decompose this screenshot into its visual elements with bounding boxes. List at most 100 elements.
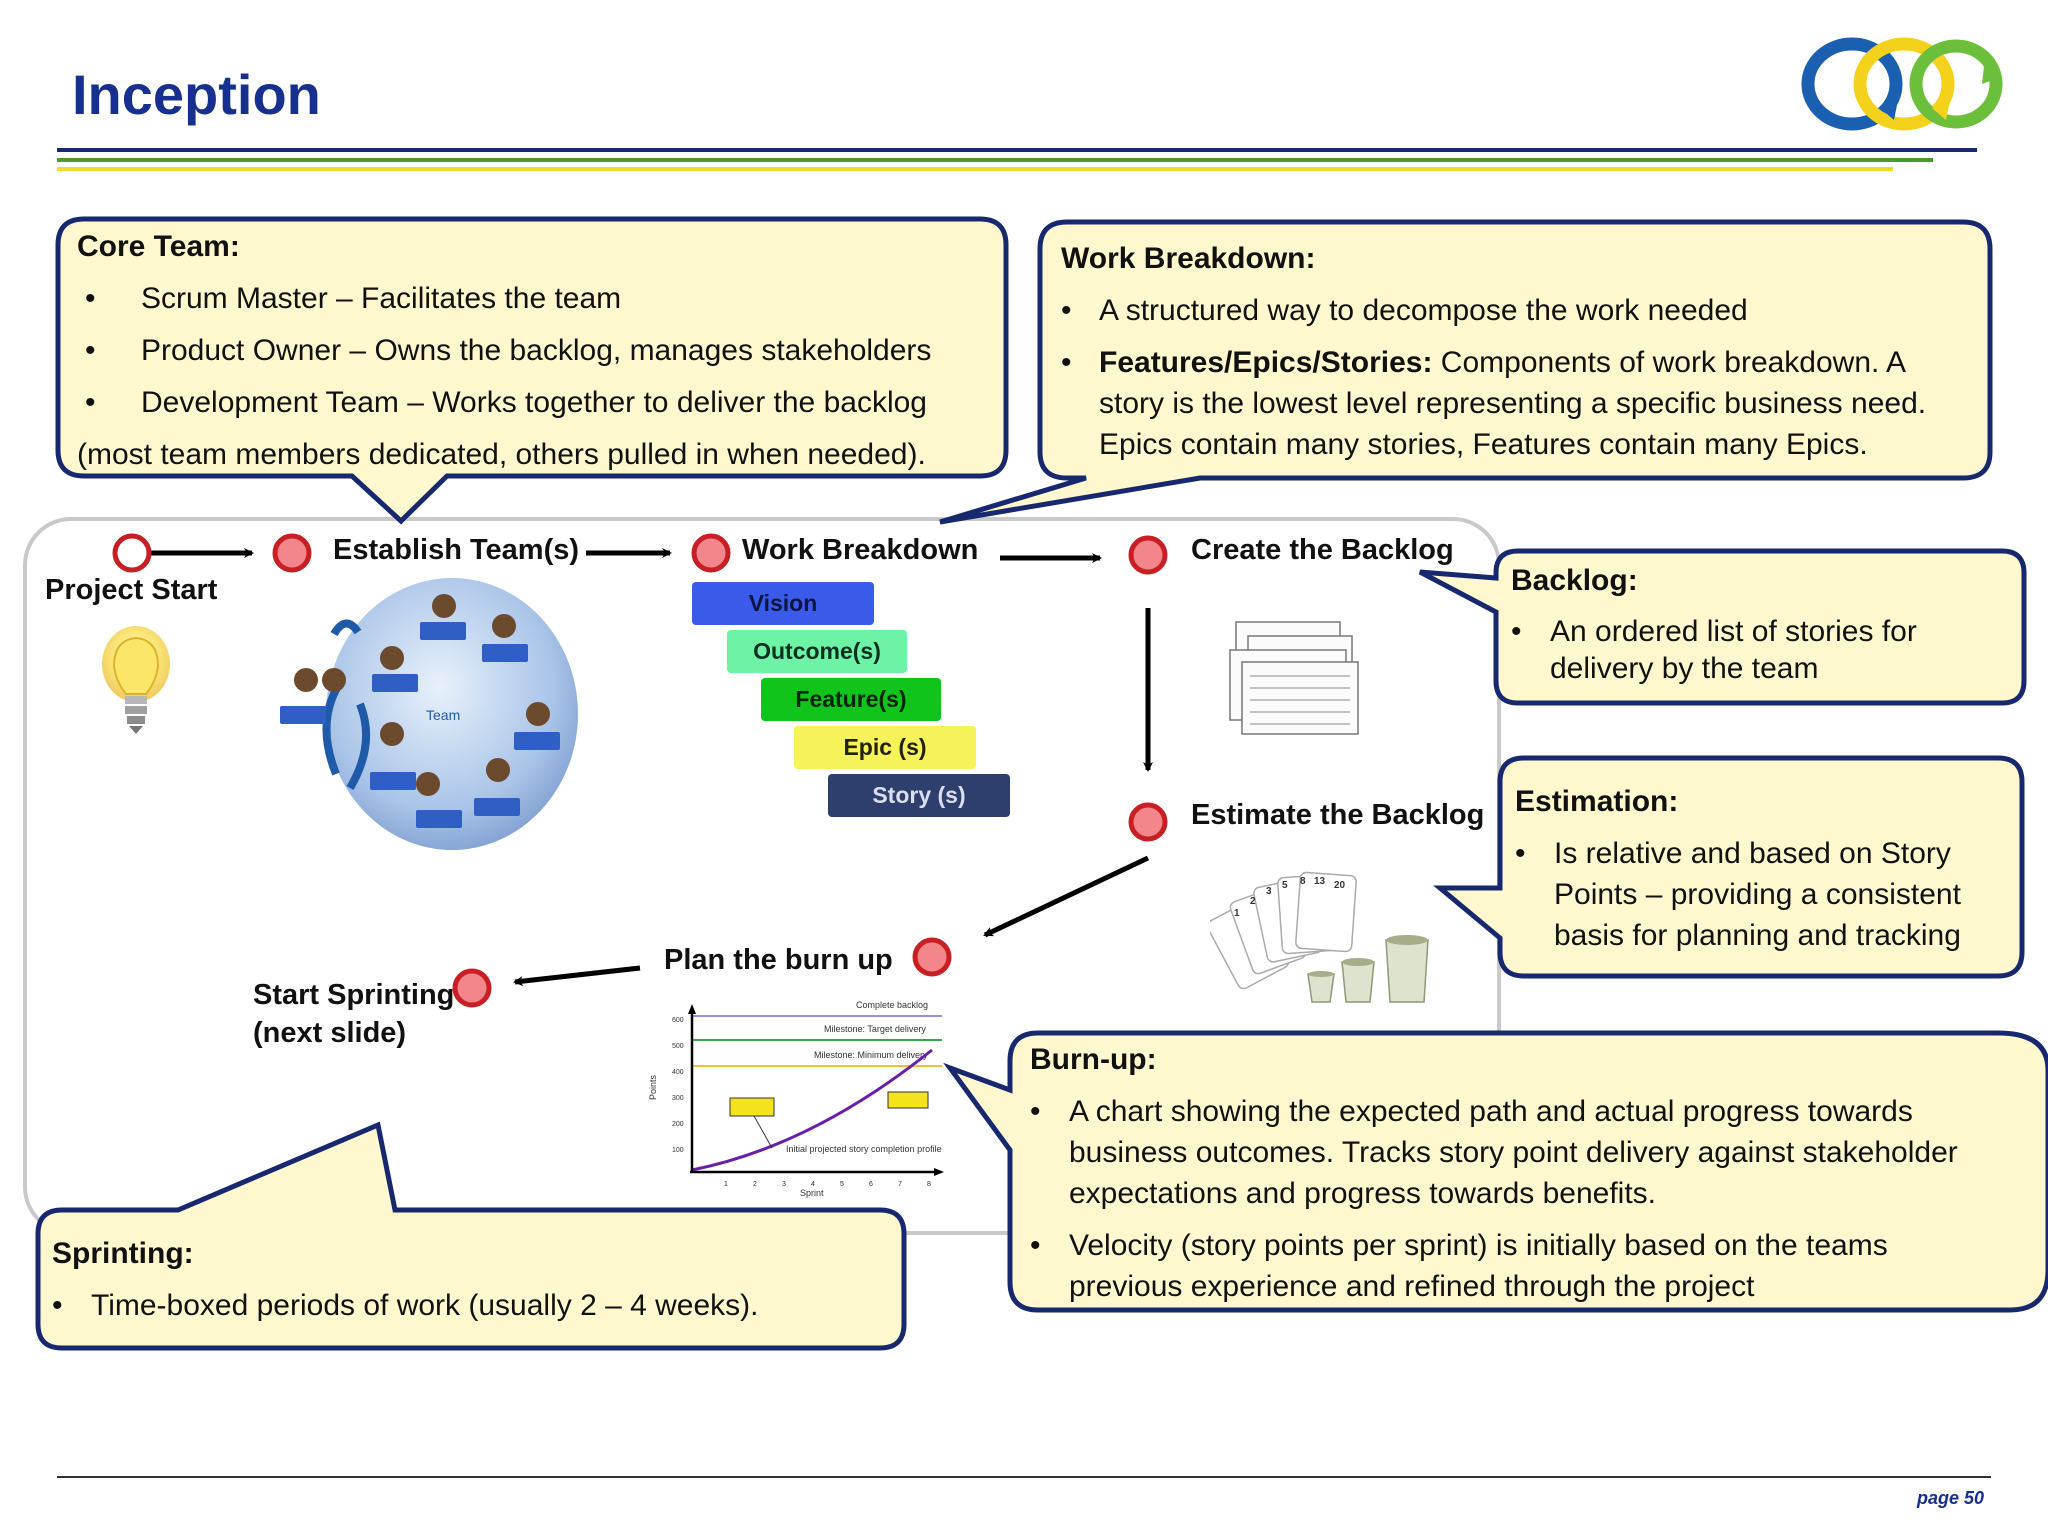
estimation-item-cont: Points – providing a consistent — [1554, 878, 1961, 911]
burnup-item-cont: business outcomes. Tracks story point de… — [1069, 1136, 1958, 1169]
burnup-y-tick: 600 — [672, 1017, 684, 1024]
sprinting-callout: Sprinting: •Time-boxed periods of work (… — [52, 1233, 892, 1326]
work-breakdown-item: •Features/Epics/Stories: Components of w… — [1061, 346, 1907, 379]
burnup-x-tick: 3 — [782, 1181, 786, 1188]
node-create-backlog — [1128, 535, 1168, 575]
team-label: Team — [426, 707, 460, 723]
burnup-x-tick: 6 — [869, 1181, 873, 1188]
estimation-card-value: 13 — [1314, 876, 1326, 887]
burnup-label-target: Milestone: Target delivery — [824, 1024, 926, 1034]
backlog-cards-illustration — [1229, 621, 1359, 735]
burnup-y-axis-label: Points — [648, 1074, 658, 1100]
burnup-callout-shape — [943, 1030, 2048, 1313]
burnup-x-tick: 5 — [840, 1181, 844, 1188]
estimation-card-value: 20 — [1334, 880, 1346, 891]
hierarchy-stories: Story (s) — [828, 774, 1010, 817]
step-project-start: Project Start — [45, 574, 218, 606]
burnup-x-tick: 4 — [811, 1181, 815, 1188]
work-breakdown-item-cont: Epics contain many stories, Features con… — [1099, 428, 1868, 461]
estimation-heading: Estimation: — [1515, 785, 1679, 818]
burnup-item-cont: expectations and progress towards benefi… — [1069, 1177, 1657, 1210]
step-work-breakdown: Work Breakdown — [742, 534, 979, 566]
burnup-x-axis-label: Sprint — [800, 1188, 824, 1198]
estimation-item: •Is relative and based on Story — [1515, 837, 1951, 870]
burnup-x-tick: 1 — [724, 1181, 728, 1188]
core-team-item: •Scrum Master – Facilitates the team — [85, 282, 622, 315]
estimation-card-value: 1 — [1234, 908, 1240, 919]
footer-rule — [57, 1476, 1991, 1478]
burnup-item: •Velocity (story points per sprint) is i… — [1030, 1229, 1888, 1262]
lightbulb-icon — [102, 626, 170, 734]
work-breakdown-item: •A structured way to decompose the work … — [1061, 294, 1748, 327]
core-team-callout-shape — [55, 216, 1009, 525]
core-team-item: •Product Owner – Owns the backlog, manag… — [85, 334, 932, 367]
burnup-x-tick: 7 — [898, 1181, 902, 1188]
header-rule-green — [57, 158, 1933, 162]
sprinting-item: •Time-boxed periods of work (usually 2 –… — [52, 1289, 759, 1322]
burnup-chart: Complete backlog Milestone: Target deliv… — [648, 1000, 944, 1198]
burnup-item-cont: previous experience and refined through … — [1069, 1270, 1755, 1303]
burnup-callout: Burn-up: •A chart showing the expected p… — [1030, 1039, 2040, 1307]
hierarchy-outcomes: Outcome(s) — [727, 630, 907, 673]
backlog-callout: Backlog: •An ordered list of stories for… — [1511, 562, 2011, 687]
backlog-item: •An ordered list of stories for — [1511, 615, 1917, 648]
node-plan-burnup — [912, 937, 952, 977]
burnup-y-tick: 200 — [672, 1121, 684, 1128]
sprinting-callout-shape — [35, 1121, 907, 1351]
step-estimate-backlog: Estimate the Backlog — [1191, 799, 1485, 831]
arrow-estimate-to-plan — [983, 855, 1150, 938]
node-work-breakdown — [691, 533, 731, 573]
backlog-heading: Backlog: — [1511, 564, 1638, 597]
burnup-item: •A chart showing the expected path and a… — [1030, 1095, 1913, 1128]
core-team-heading: Core Team: — [77, 230, 240, 263]
work-breakdown-callout-shape — [939, 219, 1993, 525]
burnup-label-complete: Complete backlog — [856, 1000, 928, 1010]
hierarchy-features: Feature(s) — [761, 678, 941, 721]
company-logo — [1801, 37, 2003, 131]
backlog-callout-shape — [1418, 548, 2027, 706]
burnup-label-minimum: Milestone: Minimum delivery — [814, 1050, 928, 1060]
hierarchy-epics: Epic (s) — [794, 726, 976, 769]
burnup-x-tick: 8 — [927, 1181, 931, 1188]
step-plan-burnup: Plan the burn up — [664, 944, 893, 976]
work-breakdown-item-cont: story is the lowest level representing a… — [1099, 387, 1927, 420]
header-rule-blue — [57, 148, 1977, 152]
burnup-y-tick: 500 — [672, 1043, 684, 1050]
estimation-card-value: 8 — [1300, 876, 1306, 887]
burnup-heading: Burn-up: — [1030, 1043, 1157, 1076]
step-start-sprinting: Start Sprinting (next slide) — [253, 979, 455, 1049]
page-title: Inception — [72, 63, 321, 126]
burnup-y-tick: 400 — [672, 1069, 684, 1076]
core-team-note: (most team members dedicated, others pul… — [77, 438, 926, 471]
estimation-item-cont: basis for planning and tracking — [1554, 919, 1961, 952]
work-breakdown-heading: Work Breakdown: — [1061, 242, 1316, 275]
header-rule-yellow — [57, 167, 1893, 171]
node-establish-teams — [272, 533, 312, 573]
estimation-callout: Estimation: •Is relative and based on St… — [1515, 781, 2015, 956]
arrow-plan-to-sprint — [513, 965, 641, 987]
burnup-label-profile: Initial projected story completion profi… — [786, 1144, 942, 1154]
page-number: page 50 — [1916, 1488, 1984, 1508]
estimation-callout-shape — [1433, 755, 2025, 979]
hierarchy-vision: Vision — [692, 582, 874, 625]
burnup-x-ticks: 1 2 3 4 5 6 7 8 — [724, 1181, 931, 1188]
estimation-cards-illustration: 1 2 3 5 8 13 20 — [1210, 871, 1429, 1003]
work-breakdown-callout: Work Breakdown: •A structured way to dec… — [1061, 238, 1981, 465]
burnup-x-tick: 2 — [753, 1181, 757, 1188]
core-team-item: •Development Team – Works together to de… — [85, 386, 927, 419]
team-illustration: Team — [280, 578, 578, 850]
burnup-y-tick: 100 — [672, 1147, 684, 1154]
estimation-card-value: 3 — [1266, 886, 1272, 897]
step-create-backlog: Create the Backlog — [1191, 534, 1454, 566]
work-breakdown-hierarchy: Vision Outcome(s) Feature(s) Epic (s) St… — [692, 582, 1012, 822]
node-estimate-backlog — [1128, 802, 1168, 842]
core-team-callout: Core Team: •Scrum Master – Facilitates t… — [77, 226, 997, 475]
estimation-card-value: 5 — [1282, 880, 1288, 891]
backlog-item-cont: delivery by the team — [1550, 652, 1819, 685]
sprinting-heading: Sprinting: — [52, 1237, 194, 1270]
node-start-sprinting — [452, 968, 492, 1008]
node-project-start — [112, 533, 152, 573]
